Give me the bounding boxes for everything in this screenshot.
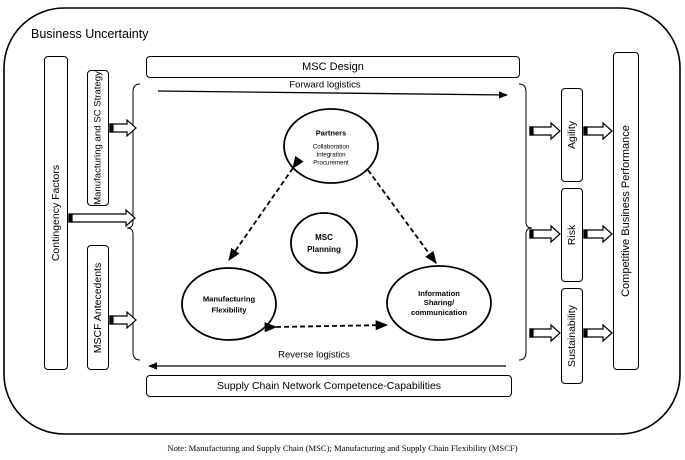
partners-information-link [367,169,437,265]
information-line-1: Information [418,288,460,298]
antecedents-box: MSCF Antecedents [87,245,109,370]
flexibility-information-link [264,320,389,333]
performance-box: Competitive Business Performance [613,52,639,370]
contingency-arrow-tail [68,213,73,223]
agility-out-arrow [583,121,613,141]
agility-in-arrow [529,121,561,141]
strategy-box: Manufacturing and SC Strategy [87,70,109,206]
sustainability-out-arrow-tail [583,328,588,338]
forward-logistics-arrow [157,90,508,99]
sustainability-in-arrow-tail [529,328,534,338]
sustainability-box: Sustainability [561,288,583,384]
antecedents-arrow-tail [109,315,114,325]
planning-line-1: MSC [315,233,333,242]
antecedents-arrow [109,310,137,330]
information-line-2: Sharing/ [423,298,455,308]
risk-box: Risk [561,188,583,282]
contingency-factors-box: Contingency Factors [44,56,68,370]
agility-in-arrow-tail [529,126,534,136]
outer-frame [3,7,681,435]
flexibility-line-1: Manufacturing [202,294,256,304]
partners-text: Partners Collaboration Integration Procu… [313,129,349,168]
contingency-factors-label: Contingency Factors [50,164,62,262]
strategy-label: Manufacturing and SC Strategy [92,71,104,205]
risk-out-arrow-tail [583,229,588,239]
risk-in-arrow [529,224,561,244]
network-label: Supply Chain Network Competence-Capabili… [216,380,442,392]
planning-text: MSC Planning [307,233,341,255]
agility-label: Agility [566,120,578,150]
sustainability-label: Sustainability [566,305,578,367]
agility-box: Agility [561,88,583,182]
partners-line-1: Collaboration [312,144,350,152]
footnote: Note: Manufacturing and Supply Chain (MS… [167,443,518,453]
information-text: Information Sharing/ communication [411,289,467,317]
msc-design-label: MSC Design [302,61,364,73]
performance-label: Competitive Business Performance [620,125,632,297]
antecedents-label: MSCF Antecedents [92,262,104,353]
flexibility-text: Manufacturing Flexibility [203,295,255,316]
risk-out-arrow [583,224,613,244]
risk-label: Risk [566,224,578,246]
sustainability-out-arrow [583,323,613,343]
risk-in-arrow-tail [529,229,534,239]
msc-design-box: MSC Design [146,56,520,78]
agility-out-arrow-tail [583,126,588,136]
partners-circle [283,108,379,184]
information-circle [386,265,492,341]
planning-line-2: Planning [307,245,341,254]
right-bracket [518,83,533,361]
flexibility-circle [181,267,277,341]
partners-line-3: Procurement [313,159,349,167]
reverse-logistics-label: Reverse logistics [278,349,350,361]
partners-flexibility-link [228,155,304,262]
partners-title: Partners [315,128,347,138]
left-bracket [126,83,141,361]
sustainability-in-arrow [529,323,561,343]
information-line-3: communication [410,307,468,317]
network-box: Supply Chain Network Competence-Capabili… [146,375,512,397]
business-uncertainty-title: Business Uncertainty [31,27,149,41]
forward-logistics-label: Forward logistics [289,79,361,91]
strategy-arrow-tail [109,123,114,133]
flexibility-line-2: Flexibility [211,306,247,315]
partners-line-2: Integration [316,151,346,159]
strategy-arrow [109,118,137,138]
contingency-arrow [68,208,136,228]
